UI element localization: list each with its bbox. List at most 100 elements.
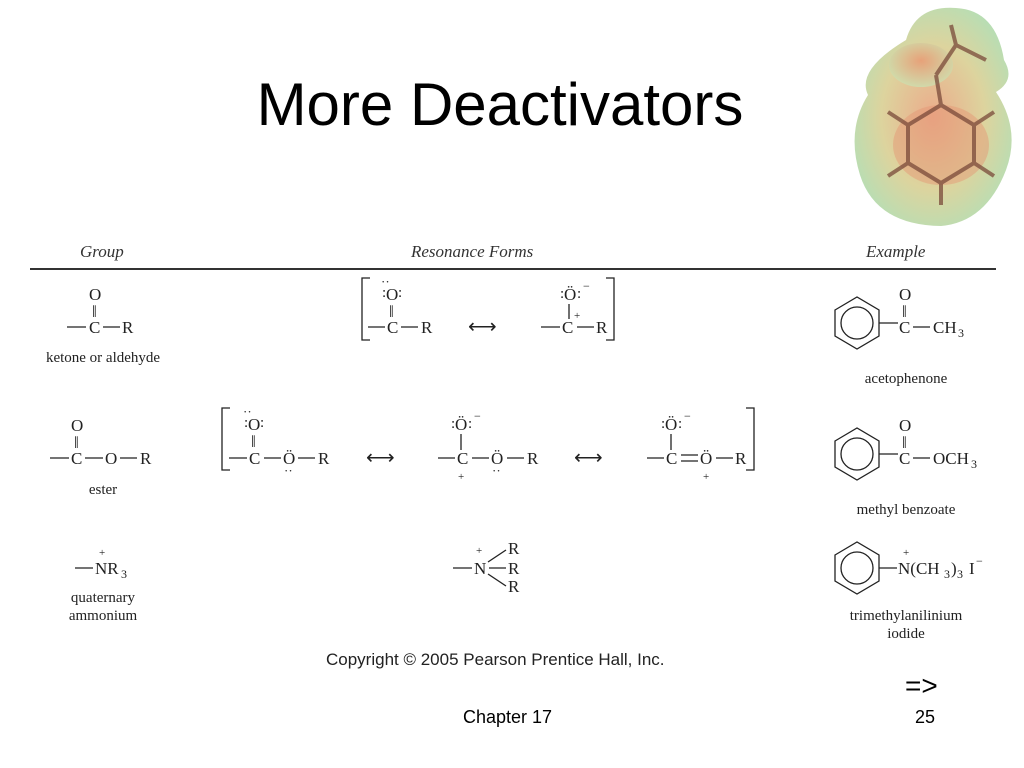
next-slide-link[interactable]: => bbox=[905, 670, 938, 701]
molecule-potential-map-image bbox=[854, 7, 1012, 227]
svg-text:+: + bbox=[703, 471, 709, 483]
svg-text:−: − bbox=[474, 409, 481, 423]
ester-group-structure: O ‖ C O R bbox=[50, 416, 152, 468]
svg-text:Ö: Ö bbox=[700, 449, 712, 468]
svg-text:OCH: OCH bbox=[933, 449, 969, 468]
header-group: Group bbox=[80, 242, 124, 261]
caption-trimethylanilinium: trimethylanilinium bbox=[849, 608, 963, 624]
svg-text:Ö: Ö bbox=[283, 449, 295, 468]
svg-text:I: I bbox=[969, 559, 975, 578]
svg-text:N: N bbox=[474, 559, 486, 578]
svg-text:−: − bbox=[976, 554, 983, 568]
svg-text::: : bbox=[661, 416, 665, 432]
svg-text:R: R bbox=[596, 318, 608, 337]
svg-text:R: R bbox=[527, 449, 539, 468]
svg-text:‖: ‖ bbox=[389, 302, 394, 321]
svg-text::: : bbox=[678, 416, 682, 432]
svg-text:··: ·· bbox=[243, 404, 252, 419]
svg-text:+: + bbox=[903, 547, 909, 559]
svg-text:3: 3 bbox=[944, 567, 950, 581]
svg-text:C: C bbox=[71, 449, 82, 468]
caption-acetophenone: acetophenone bbox=[864, 371, 948, 387]
svg-text:NR: NR bbox=[95, 559, 119, 578]
svg-text:O: O bbox=[386, 285, 398, 304]
svg-text:O: O bbox=[899, 416, 911, 435]
svg-text:R: R bbox=[122, 318, 134, 337]
slide-title: More Deactivators bbox=[256, 71, 744, 138]
svg-text:‖: ‖ bbox=[251, 432, 256, 451]
svg-text:··: ·· bbox=[492, 463, 501, 478]
svg-text:R: R bbox=[508, 577, 520, 596]
svg-text:3: 3 bbox=[958, 326, 964, 340]
methyl-benzoate-structure: O ‖ C OCH 3 bbox=[834, 416, 977, 481]
caption-ester: ester bbox=[88, 482, 118, 498]
svg-text:3: 3 bbox=[971, 457, 977, 471]
ester-resonance-form-2: : Ö : − C + Ö ·· R bbox=[438, 409, 539, 483]
svg-text:··: ·· bbox=[381, 274, 390, 289]
svg-text:O: O bbox=[899, 285, 911, 304]
header-resonance-forms: Resonance Forms bbox=[411, 242, 534, 261]
svg-text:C: C bbox=[899, 449, 910, 468]
ammonium-resonance-form: + N R R R bbox=[453, 539, 520, 596]
svg-text::: : bbox=[260, 415, 264, 431]
svg-text:R: R bbox=[508, 559, 520, 578]
svg-text:R: R bbox=[508, 539, 520, 558]
svg-text:O: O bbox=[89, 285, 101, 304]
caption-quaternary: quaternary bbox=[70, 590, 136, 606]
svg-text:3: 3 bbox=[121, 567, 127, 581]
svg-text:⟷: ⟷ bbox=[468, 316, 497, 338]
svg-text:CH: CH bbox=[933, 318, 957, 337]
svg-text::: : bbox=[468, 416, 472, 432]
svg-text:+: + bbox=[458, 471, 464, 483]
svg-text:C: C bbox=[89, 318, 100, 337]
svg-text::: : bbox=[577, 286, 581, 302]
svg-text:··: ·· bbox=[284, 463, 293, 478]
svg-text::: : bbox=[451, 416, 455, 432]
caption-ammonium: ammonium bbox=[68, 608, 138, 624]
ketone-resonance-form-1: ·· O : : ‖ C R bbox=[368, 274, 433, 337]
svg-text:): ) bbox=[951, 559, 957, 578]
svg-text:‖: ‖ bbox=[902, 302, 907, 321]
svg-text:Ö: Ö bbox=[491, 449, 503, 468]
svg-text:+: + bbox=[99, 547, 105, 559]
footer-chapter: Chapter 17 bbox=[463, 707, 553, 727]
ammonium-group-structure: + NR 3 bbox=[75, 547, 127, 581]
svg-text:‖: ‖ bbox=[902, 433, 907, 452]
svg-text::: : bbox=[244, 415, 248, 431]
svg-text:−: − bbox=[684, 409, 691, 423]
svg-text:C: C bbox=[387, 318, 398, 337]
svg-text:⟷: ⟷ bbox=[574, 447, 603, 469]
svg-text:C: C bbox=[562, 318, 573, 337]
svg-text:C: C bbox=[249, 449, 260, 468]
ketone-group-structure: O ‖ C R bbox=[67, 285, 134, 337]
footer-page-number: 25 bbox=[915, 707, 936, 727]
svg-text:R: R bbox=[735, 449, 747, 468]
svg-text:+: + bbox=[574, 310, 580, 322]
svg-text::: : bbox=[560, 286, 564, 302]
svg-text:Ö: Ö bbox=[455, 415, 467, 434]
ketone-resonance-form-2: : Ö : − + C R bbox=[541, 279, 608, 337]
caption-ketone-or-aldehyde: ketone or aldehyde bbox=[45, 350, 161, 366]
copyright-notice: Copyright © 2005 Pearson Prentice Hall, … bbox=[326, 650, 665, 669]
svg-text::: : bbox=[398, 285, 402, 301]
acetophenone-structure: O ‖ C CH 3 bbox=[834, 285, 964, 350]
svg-text:R: R bbox=[318, 449, 330, 468]
svg-text:O: O bbox=[71, 416, 83, 435]
svg-text:C: C bbox=[899, 318, 910, 337]
caption-methyl-benzoate: methyl benzoate bbox=[856, 502, 956, 518]
trimethylanilinium-iodide-structure: + N(CH 3 ) 3 I − bbox=[834, 541, 983, 595]
caption-iodide: iodide bbox=[887, 626, 925, 642]
svg-text:O: O bbox=[248, 415, 260, 434]
svg-text:R: R bbox=[140, 449, 152, 468]
svg-text:3: 3 bbox=[957, 567, 963, 581]
svg-text:‖: ‖ bbox=[92, 302, 97, 321]
header-example: Example bbox=[866, 242, 926, 261]
ester-resonance-form-1: ·· O : : ‖ C Ö ·· R bbox=[229, 404, 330, 478]
svg-text:Ö: Ö bbox=[665, 415, 677, 434]
ester-resonance-form-3: : Ö : − C Ö + R bbox=[647, 409, 747, 483]
svg-text:N(CH: N(CH bbox=[898, 559, 940, 578]
svg-text:+: + bbox=[476, 545, 482, 557]
svg-text:C: C bbox=[666, 449, 677, 468]
svg-text:⟷: ⟷ bbox=[366, 447, 395, 469]
